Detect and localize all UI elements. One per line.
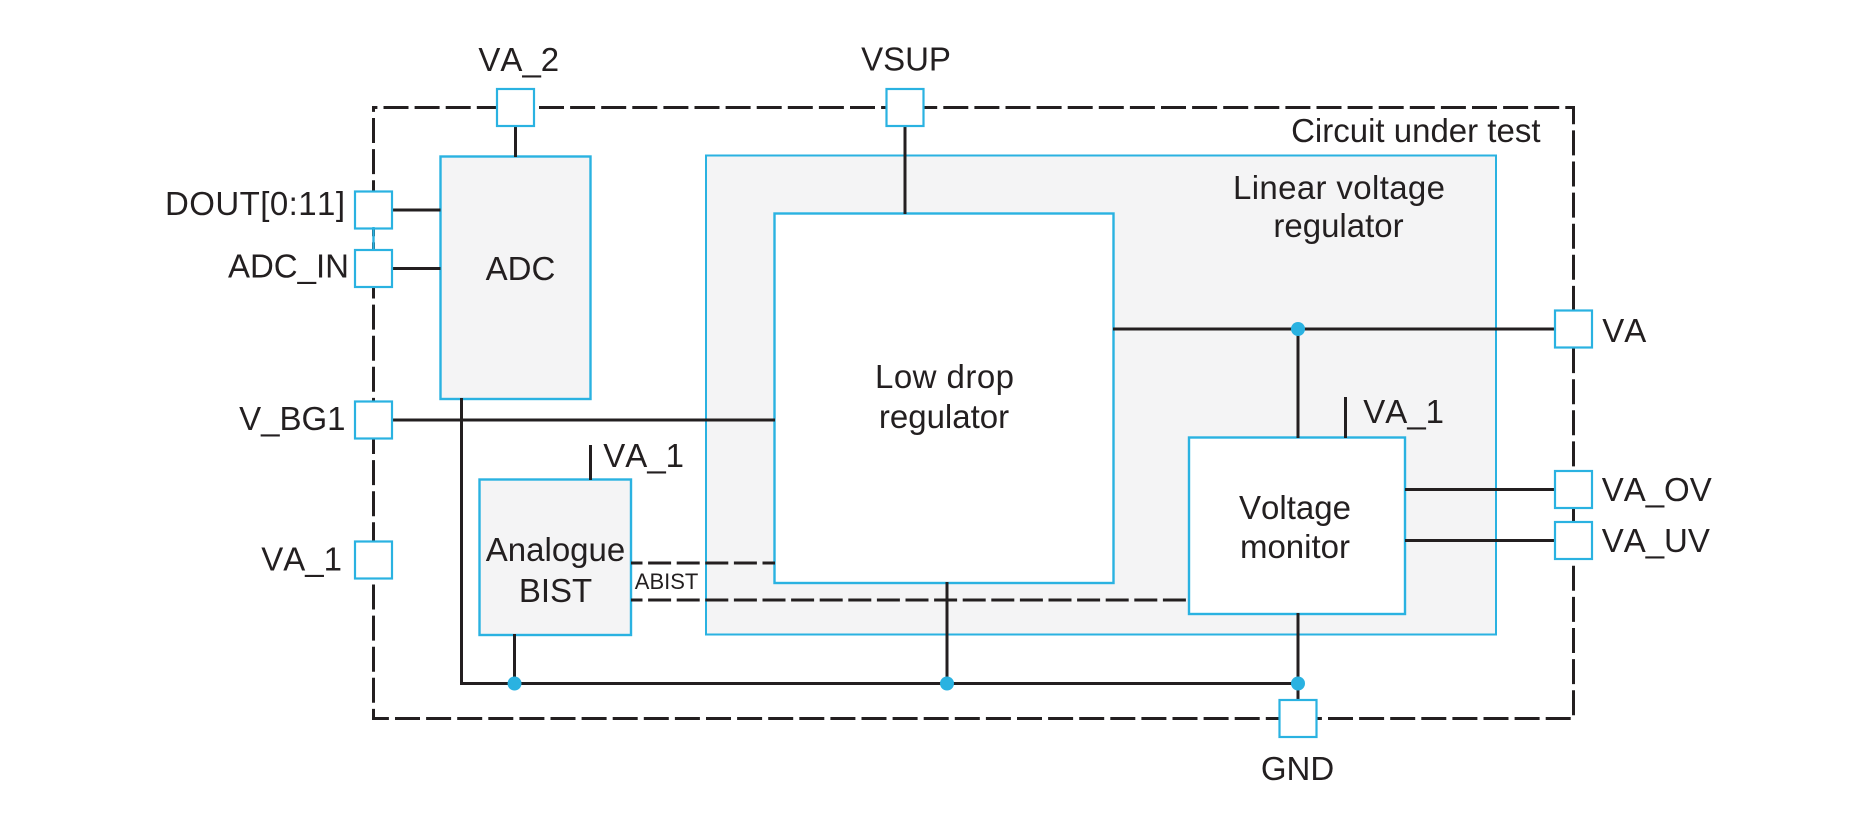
svg-text:VA_1: VA_1: [261, 541, 342, 578]
svg-text:ABIST: ABIST: [635, 569, 699, 594]
svg-text:monitor: monitor: [1240, 528, 1350, 565]
svg-text:VA_1: VA_1: [1363, 393, 1444, 430]
svg-text:VA_2: VA_2: [478, 41, 559, 78]
svg-text:Linear voltage: Linear voltage: [1233, 169, 1445, 206]
svg-text:DOUT[0:11]: DOUT[0:11]: [165, 185, 345, 222]
svg-text:VSUP: VSUP: [861, 41, 951, 78]
svg-text:Analogue: Analogue: [486, 531, 625, 568]
svg-text:ADC: ADC: [486, 250, 556, 287]
svg-text:VA: VA: [1602, 312, 1646, 349]
svg-text:Low drop: Low drop: [875, 358, 1014, 395]
svg-text:VA_1: VA_1: [603, 437, 684, 474]
svg-text:regulator: regulator: [879, 398, 1009, 435]
svg-text:V_BG1: V_BG1: [239, 400, 345, 437]
svg-text:regulator: regulator: [1273, 207, 1403, 244]
svg-text:Circuit under test: Circuit under test: [1291, 112, 1540, 149]
svg-text:VA_OV: VA_OV: [1602, 471, 1712, 508]
svg-text:GND: GND: [1261, 750, 1334, 787]
svg-text:BIST: BIST: [519, 572, 592, 609]
svg-text:VA_UV: VA_UV: [1602, 522, 1710, 559]
svg-text:Voltage: Voltage: [1239, 489, 1351, 526]
svg-text:ADC_IN: ADC_IN: [228, 248, 349, 285]
